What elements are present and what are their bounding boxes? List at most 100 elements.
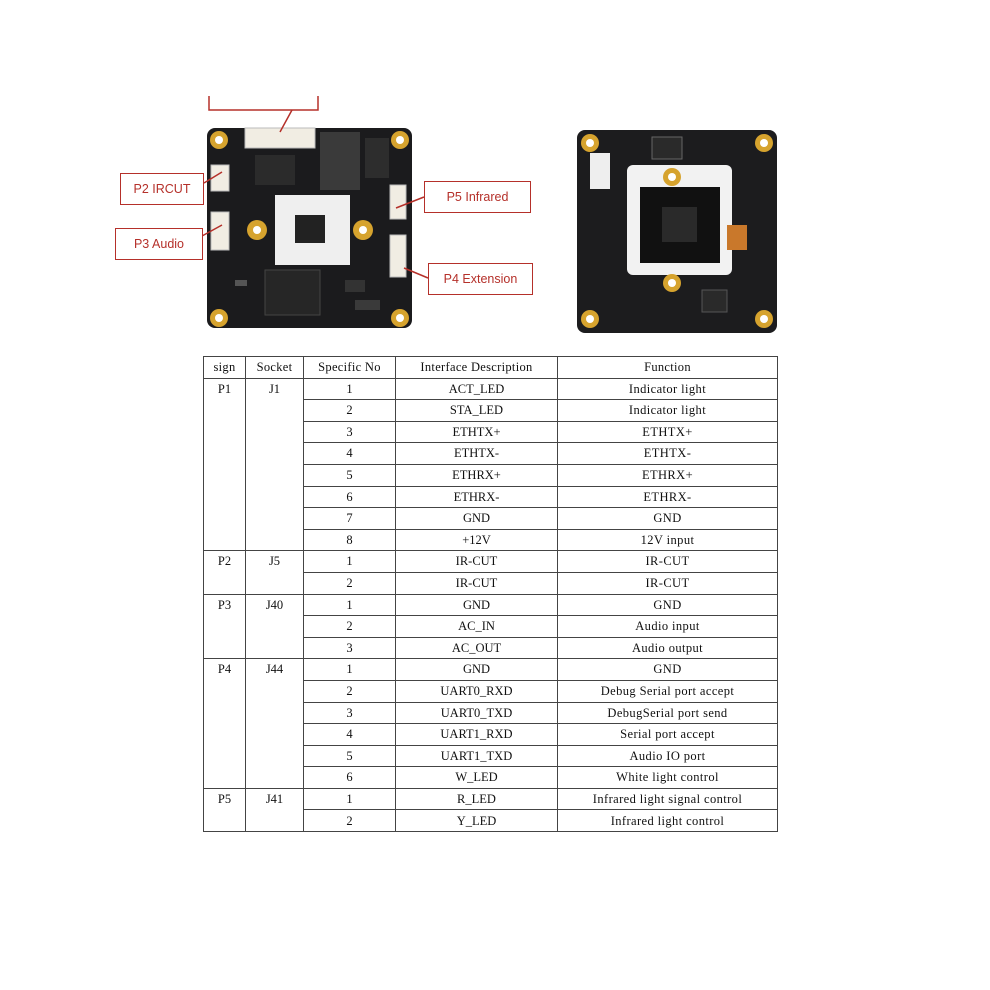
board-back-image — [577, 130, 777, 333]
callout-leaders — [201, 96, 429, 279]
cell-sign: P3 — [203, 593, 246, 660]
cell-function: Audio input — [557, 615, 778, 638]
cell-specific-no: 7 — [303, 507, 396, 530]
cell-function: Audio output — [557, 636, 778, 660]
cell-sign: P4 — [203, 658, 246, 789]
cell-interface-description: UART1_TXD — [395, 744, 558, 768]
cell-interface-description: UART0_RXD — [395, 679, 558, 703]
cell-function: ETHTX+ — [557, 420, 778, 444]
cell-interface-description: ETHRX- — [395, 485, 558, 509]
cell-interface-description: +12V — [395, 528, 558, 552]
callout-p2-ircut: P2 IRCUT — [120, 173, 204, 205]
cell-function: GND — [557, 507, 778, 530]
cell-specific-no: 1 — [303, 787, 396, 811]
cell-specific-no: 5 — [303, 744, 396, 768]
cell-specific-no: 3 — [303, 420, 396, 444]
cell-interface-description: ETHTX+ — [395, 420, 558, 444]
cell-function: 12V input — [557, 528, 778, 552]
cell-function: Audio IO port — [557, 744, 778, 768]
header-function: Function — [557, 356, 778, 379]
header-interface-description: Interface Description — [395, 356, 558, 379]
cell-function: Serial port accept — [557, 723, 778, 746]
cell-interface-description: STA_LED — [395, 399, 558, 422]
cell-function: ETHRX- — [557, 485, 778, 509]
cell-function: DebugSerial port send — [557, 701, 778, 725]
cell-specific-no: 2 — [303, 809, 396, 833]
cell-function: Infrared light signal control — [557, 787, 778, 811]
cell-sign: P1 — [203, 377, 246, 552]
cell-socket: J5 — [245, 550, 304, 595]
cell-interface-description: UART0_TXD — [395, 701, 558, 725]
cell-function: White light control — [557, 766, 778, 789]
cell-interface-description: ETHRX+ — [395, 463, 558, 487]
cell-function: ETHTX- — [557, 442, 778, 465]
cell-specific-no: 2 — [303, 571, 396, 595]
cell-specific-no: 6 — [303, 766, 396, 789]
cell-specific-no: 3 — [303, 636, 396, 660]
cell-interface-description: R_LED — [395, 787, 558, 811]
cell-function: GND — [557, 658, 778, 681]
cell-interface-description: Y_LED — [395, 809, 558, 833]
cell-specific-no: 2 — [303, 399, 396, 422]
cell-specific-no: 5 — [303, 463, 396, 487]
cell-interface-description: AC_OUT — [395, 636, 558, 660]
cell-interface-description: IR-CUT — [395, 550, 558, 573]
cell-function: Indicator light — [557, 377, 778, 401]
cell-specific-no: 1 — [303, 550, 396, 573]
cell-specific-no: 2 — [303, 615, 396, 638]
cell-function: GND — [557, 593, 778, 617]
cell-interface-description: AC_IN — [395, 615, 558, 638]
cell-specific-no: 1 — [303, 593, 396, 617]
interface-spec-table: sign Socket Specific No Interface Descri… — [203, 356, 778, 833]
cell-function: Infrared light control — [557, 809, 778, 833]
cell-interface-description: GND — [395, 507, 558, 530]
board-front-image — [207, 127, 412, 328]
header-sign: sign — [203, 356, 246, 379]
cell-interface-description: GND — [395, 593, 558, 617]
cell-specific-no: 1 — [303, 377, 396, 401]
cell-sign: P5 — [203, 787, 246, 833]
cell-socket: J40 — [245, 593, 304, 660]
cell-socket: J1 — [245, 377, 304, 552]
cell-interface-description: ETHTX- — [395, 442, 558, 465]
cell-function: Indicator light — [557, 399, 778, 422]
header-specific-no: Specific No — [303, 356, 396, 379]
cell-specific-no: 8 — [303, 528, 396, 552]
cell-function: IR-CUT — [557, 550, 778, 573]
header-socket: Socket — [245, 356, 304, 379]
cell-function: ETHRX+ — [557, 463, 778, 487]
cell-specific-no: 1 — [303, 658, 396, 681]
cell-interface-description: W_LED — [395, 766, 558, 789]
cell-specific-no: 3 — [303, 701, 396, 725]
cell-specific-no: 4 — [303, 442, 396, 465]
cell-socket: J44 — [245, 658, 304, 789]
cell-interface-description: UART1_RXD — [395, 723, 558, 746]
cell-socket: J41 — [245, 787, 304, 833]
callout-p3-audio: P3 Audio — [115, 228, 203, 260]
cell-specific-no: 6 — [303, 485, 396, 509]
cell-function: IR-CUT — [557, 571, 778, 595]
table-header-row: sign Socket Specific No Interface Descri… — [203, 356, 778, 379]
cell-specific-no: 4 — [303, 723, 396, 746]
cell-function: Debug Serial port accept — [557, 679, 778, 703]
cell-interface-description: ACT_LED — [395, 377, 558, 401]
cell-specific-no: 2 — [303, 679, 396, 703]
callout-p5-infrared: P5 Infrared — [424, 181, 531, 213]
cell-interface-description: IR-CUT — [395, 571, 558, 595]
